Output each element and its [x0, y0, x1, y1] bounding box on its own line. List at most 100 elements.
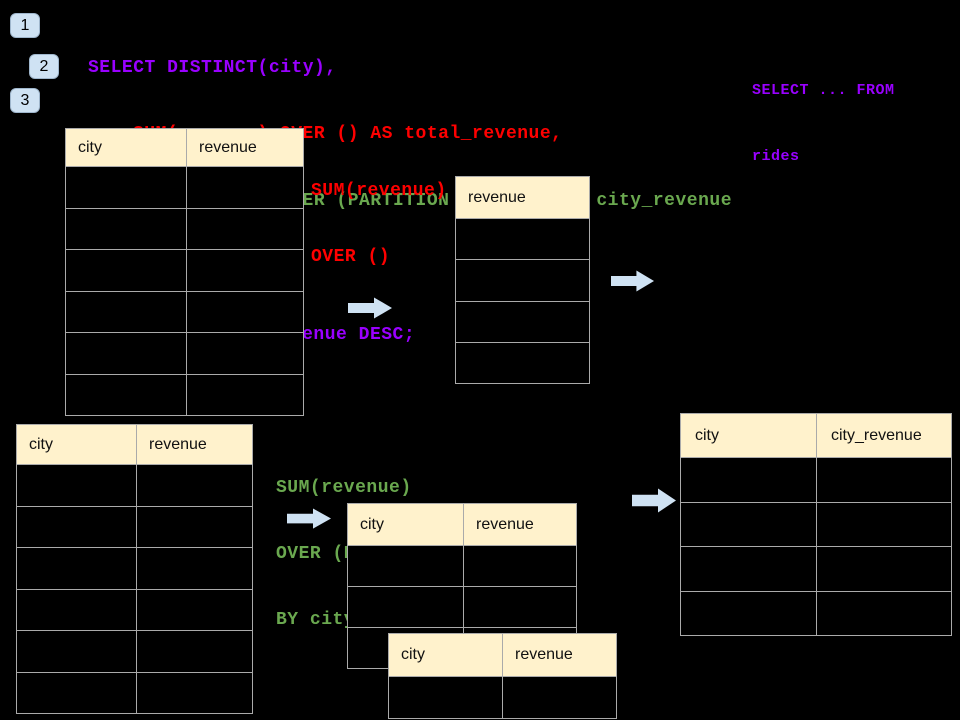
column-header-city: city [347, 503, 464, 546]
column-header-city: city [16, 424, 137, 465]
empty-cell [16, 671, 137, 714]
empty-cell [136, 630, 253, 673]
empty-cell [16, 505, 137, 548]
empty-row [680, 546, 952, 592]
empty-row [347, 586, 577, 628]
empty-cell [65, 332, 187, 375]
flow-arrow-right-icon [348, 297, 393, 319]
empty-cell [502, 676, 617, 719]
empty-cell [347, 586, 464, 628]
empty-cell [680, 590, 817, 636]
sql-line-select: SELECT DISTINCT(city), [88, 57, 337, 78]
empty-cell [65, 207, 187, 250]
empty-row [16, 547, 253, 590]
label-line: OVER () [311, 247, 391, 267]
empty-cell [136, 547, 253, 590]
select-from-rides-note: SELECT ... FROM rides [752, 36, 895, 212]
empty-cell [16, 630, 137, 673]
empty-cell [463, 586, 577, 628]
column-header-revenue: revenue [502, 633, 617, 677]
empty-cell [816, 590, 952, 636]
empty-row [65, 290, 304, 333]
empty-cell [136, 588, 253, 631]
empty-cell [455, 217, 590, 261]
empty-row [455, 300, 590, 343]
step-badge-2: 2 [29, 54, 59, 79]
note-line: SELECT ... FROM [752, 82, 895, 99]
empty-cell [455, 300, 590, 343]
label-line: SUM(revenue) [311, 181, 447, 201]
empty-row [65, 207, 304, 250]
empty-cell [186, 207, 304, 250]
empty-cell [136, 464, 253, 507]
empty-cell [816, 457, 952, 503]
empty-row [16, 505, 253, 548]
empty-row [455, 217, 590, 261]
empty-cell [186, 166, 304, 209]
column-header-city: city [388, 633, 503, 677]
empty-cell [136, 671, 253, 714]
empty-cell [455, 259, 590, 302]
empty-cell [463, 545, 577, 587]
empty-row [680, 590, 952, 636]
flow-arrow-right-icon [632, 488, 677, 513]
empty-cell [816, 501, 952, 547]
column-header-revenue: revenue [455, 176, 590, 219]
empty-cell [680, 457, 817, 503]
flow-arrow-right-icon [611, 270, 655, 292]
empty-cell [680, 501, 817, 547]
column-header-revenue: revenue [136, 424, 253, 465]
empty-cell [16, 588, 137, 631]
empty-cell [65, 166, 187, 209]
empty-cell [455, 341, 590, 385]
column-header-city: city [680, 413, 817, 458]
empty-cell [16, 464, 137, 507]
column-header-city: city [65, 128, 187, 167]
note-line: rides [752, 148, 800, 165]
empty-cell [65, 373, 187, 416]
empty-cell [186, 290, 304, 333]
empty-row [65, 373, 304, 416]
empty-row [65, 166, 304, 209]
empty-cell [186, 332, 304, 375]
total-revenue-window-label: SUM(revenue) OVER () [311, 136, 447, 312]
empty-row [347, 545, 577, 587]
empty-row [388, 676, 617, 719]
column-header-revenue: revenue [186, 128, 304, 167]
step-badge-1: 1 [10, 13, 40, 38]
empty-row [16, 464, 253, 507]
empty-cell [16, 547, 137, 590]
column-header-city_revenue: city_revenue [816, 413, 952, 458]
empty-cell [186, 373, 304, 416]
column-header-revenue: revenue [463, 503, 577, 546]
empty-row [65, 332, 304, 375]
empty-row [680, 457, 952, 503]
empty-cell [186, 249, 304, 292]
table-revenue-window: revenue [455, 176, 590, 385]
empty-row [16, 671, 253, 714]
step-badge-3: 3 [10, 88, 40, 113]
empty-row [455, 341, 590, 385]
flow-arrow-right-icon [287, 508, 332, 529]
empty-cell [347, 545, 464, 587]
header-row: revenue [455, 176, 590, 219]
empty-row [16, 630, 253, 673]
empty-cell [65, 290, 187, 333]
empty-row [16, 588, 253, 631]
empty-cell [136, 505, 253, 548]
empty-cell [65, 249, 187, 292]
label-line: SUM(revenue) [276, 478, 412, 498]
empty-row [680, 501, 952, 547]
empty-cell [680, 546, 817, 592]
empty-row [65, 249, 304, 292]
